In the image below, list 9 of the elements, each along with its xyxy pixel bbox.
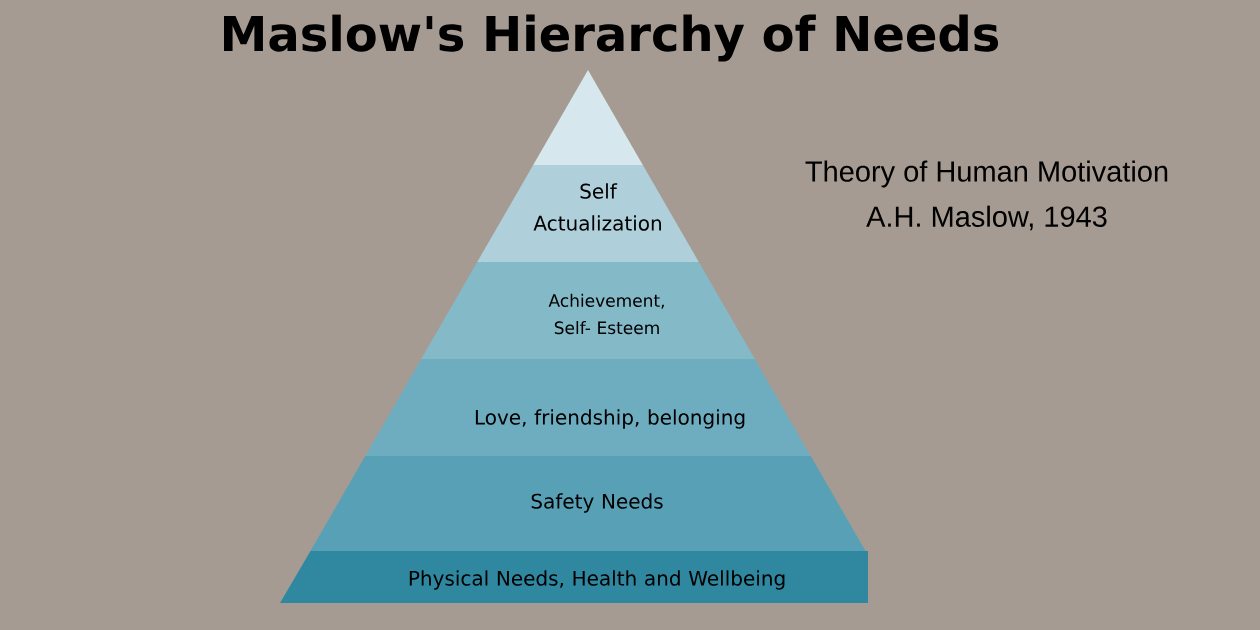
pyramid-level: Self Actualization [477,165,699,262]
pyramid-level: Physical Needs, Health and Wellbeing [280,551,868,603]
pyramid-level: Achievement, Self- Esteem [421,262,755,359]
title: Maslow's Hierarchy of Needs [224,14,999,62]
pyramid-level: Safety Needs [310,456,866,551]
pyramid-level: Love, friendship, belonging [365,359,811,456]
subtitle: A.H. Maslow, 1943 [866,205,1107,231]
pyramid-top [533,70,643,165]
subtitle: Theory of Human Motivation [805,160,1168,188]
